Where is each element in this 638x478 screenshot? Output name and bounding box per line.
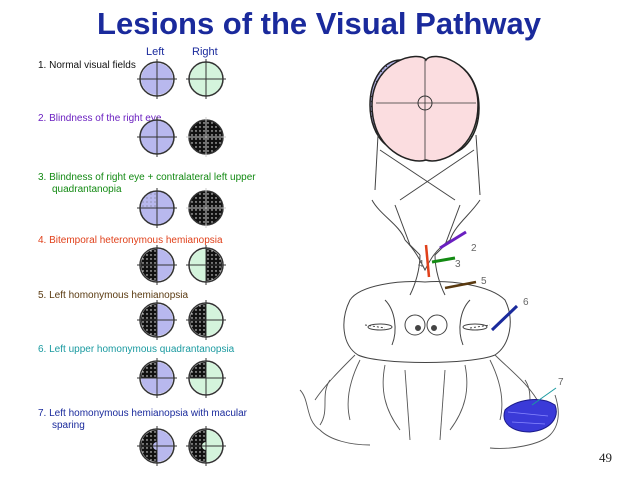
field-row-1: [137, 59, 177, 99]
visual-field-ovals: [369, 55, 480, 162]
lesion-line-7: [531, 387, 557, 406]
left-eye-label: Left: [146, 46, 165, 58]
lesion-label-3: 3. Blindness of right eye + contralatera…: [38, 172, 256, 195]
lesion-label-1: 1. Normal visual fields: [38, 60, 136, 71]
lesion-label-7: 7. Left homonymous hemianopsia with macu…: [38, 408, 247, 431]
lesion-line-5: [444, 280, 477, 290]
lesion-line-2: [439, 230, 467, 250]
lesion-number-7: 7: [558, 377, 564, 388]
lesion-label-4: 4. Bitemporal heteronymous hemianopsia: [38, 235, 223, 246]
slide-title: Lesions of the Visual Pathway: [97, 6, 541, 41]
field-row-6: [137, 358, 177, 398]
lesion-line-3: [431, 256, 456, 264]
field-row-7: [137, 426, 177, 466]
lesion-label-2: 2. Blindness of the right eye: [38, 113, 162, 124]
lesion-number-6: 6: [523, 297, 529, 308]
chiasm: [404, 239, 451, 296]
occipital-lesion-area: [503, 399, 557, 433]
lesion-line-6: [490, 304, 519, 332]
midbrain: [343, 281, 511, 363]
field-row-5: [137, 300, 177, 340]
optic-paths: [371, 134, 481, 256]
lesion-line-4: [424, 244, 431, 278]
lesion-number-5: 5: [481, 276, 487, 287]
lesion-label-5: 5. Left homonymous hemianopsia: [38, 290, 189, 301]
field-row-4: [137, 245, 177, 285]
lesion-number-3: 3: [455, 259, 461, 270]
lesion-label-6: 6. Left upper homonymous quadrantanopsia: [38, 344, 235, 355]
field-row-2: [137, 117, 177, 157]
right-eye-label: Right: [192, 46, 218, 58]
lesion-number-2: 2: [471, 243, 477, 254]
page-number: 49: [599, 450, 612, 465]
lesion-number-4: 4: [418, 259, 424, 270]
field-row-3: [137, 188, 177, 228]
